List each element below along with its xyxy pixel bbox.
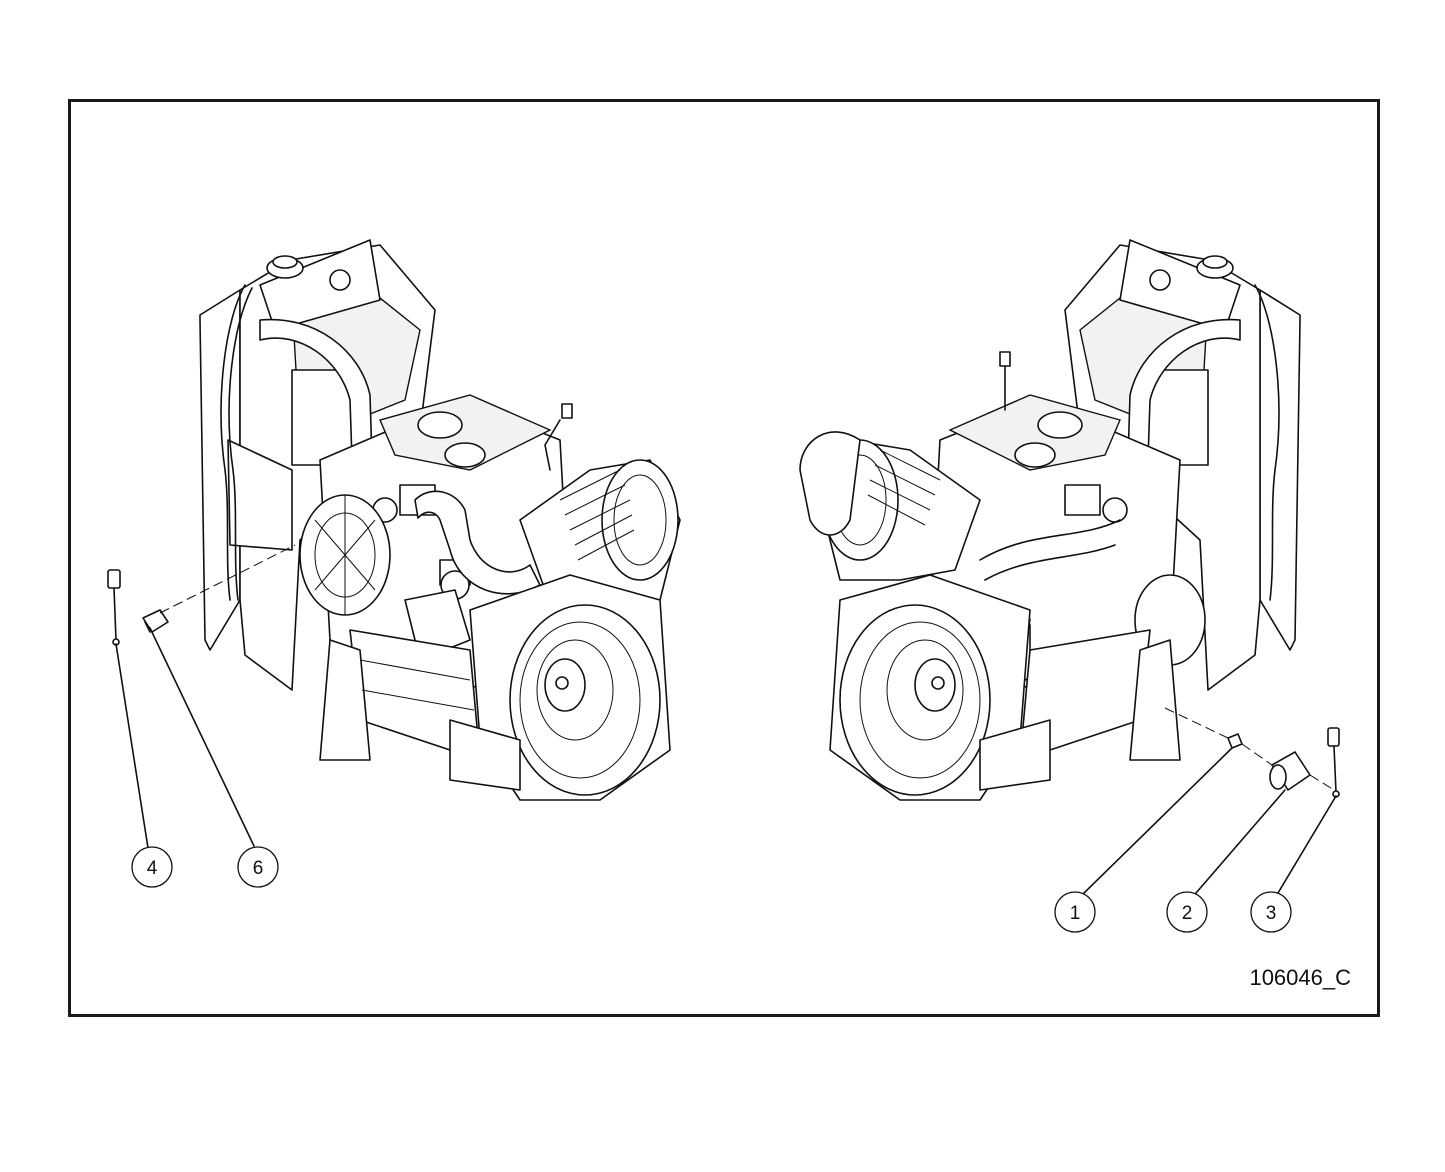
- leader-lines: [115, 627, 1337, 894]
- figure-id-label: 106046_C: [1249, 965, 1351, 990]
- sensor-part-3-connector: [1327, 727, 1340, 798]
- callout-4-label: 4: [147, 858, 158, 879]
- assembly-line-right: [1164, 707, 1335, 791]
- callout-4: 4: [131, 846, 173, 888]
- callout-6: 6: [237, 846, 279, 888]
- right-engine-illustration: [799, 239, 1301, 801]
- sensor-part-2-sender: [1269, 751, 1311, 791]
- sensor-part-1-fitting: [1227, 733, 1243, 749]
- left-engine-illustration: [199, 239, 681, 801]
- callout-1-label: 1: [1070, 903, 1081, 924]
- callout-2: 2: [1166, 891, 1208, 933]
- drawing-frame: [68, 99, 1380, 1017]
- assembly-line-left: [159, 544, 296, 614]
- callout-1: 1: [1054, 891, 1096, 933]
- sensor-part-4-connector: [107, 569, 121, 646]
- callout-6-label: 6: [253, 858, 264, 879]
- sensor-part-6-switch: [142, 609, 169, 633]
- callout-3-label: 3: [1266, 903, 1277, 924]
- callout-2-label: 2: [1182, 903, 1193, 924]
- callout-3: 3: [1250, 891, 1292, 933]
